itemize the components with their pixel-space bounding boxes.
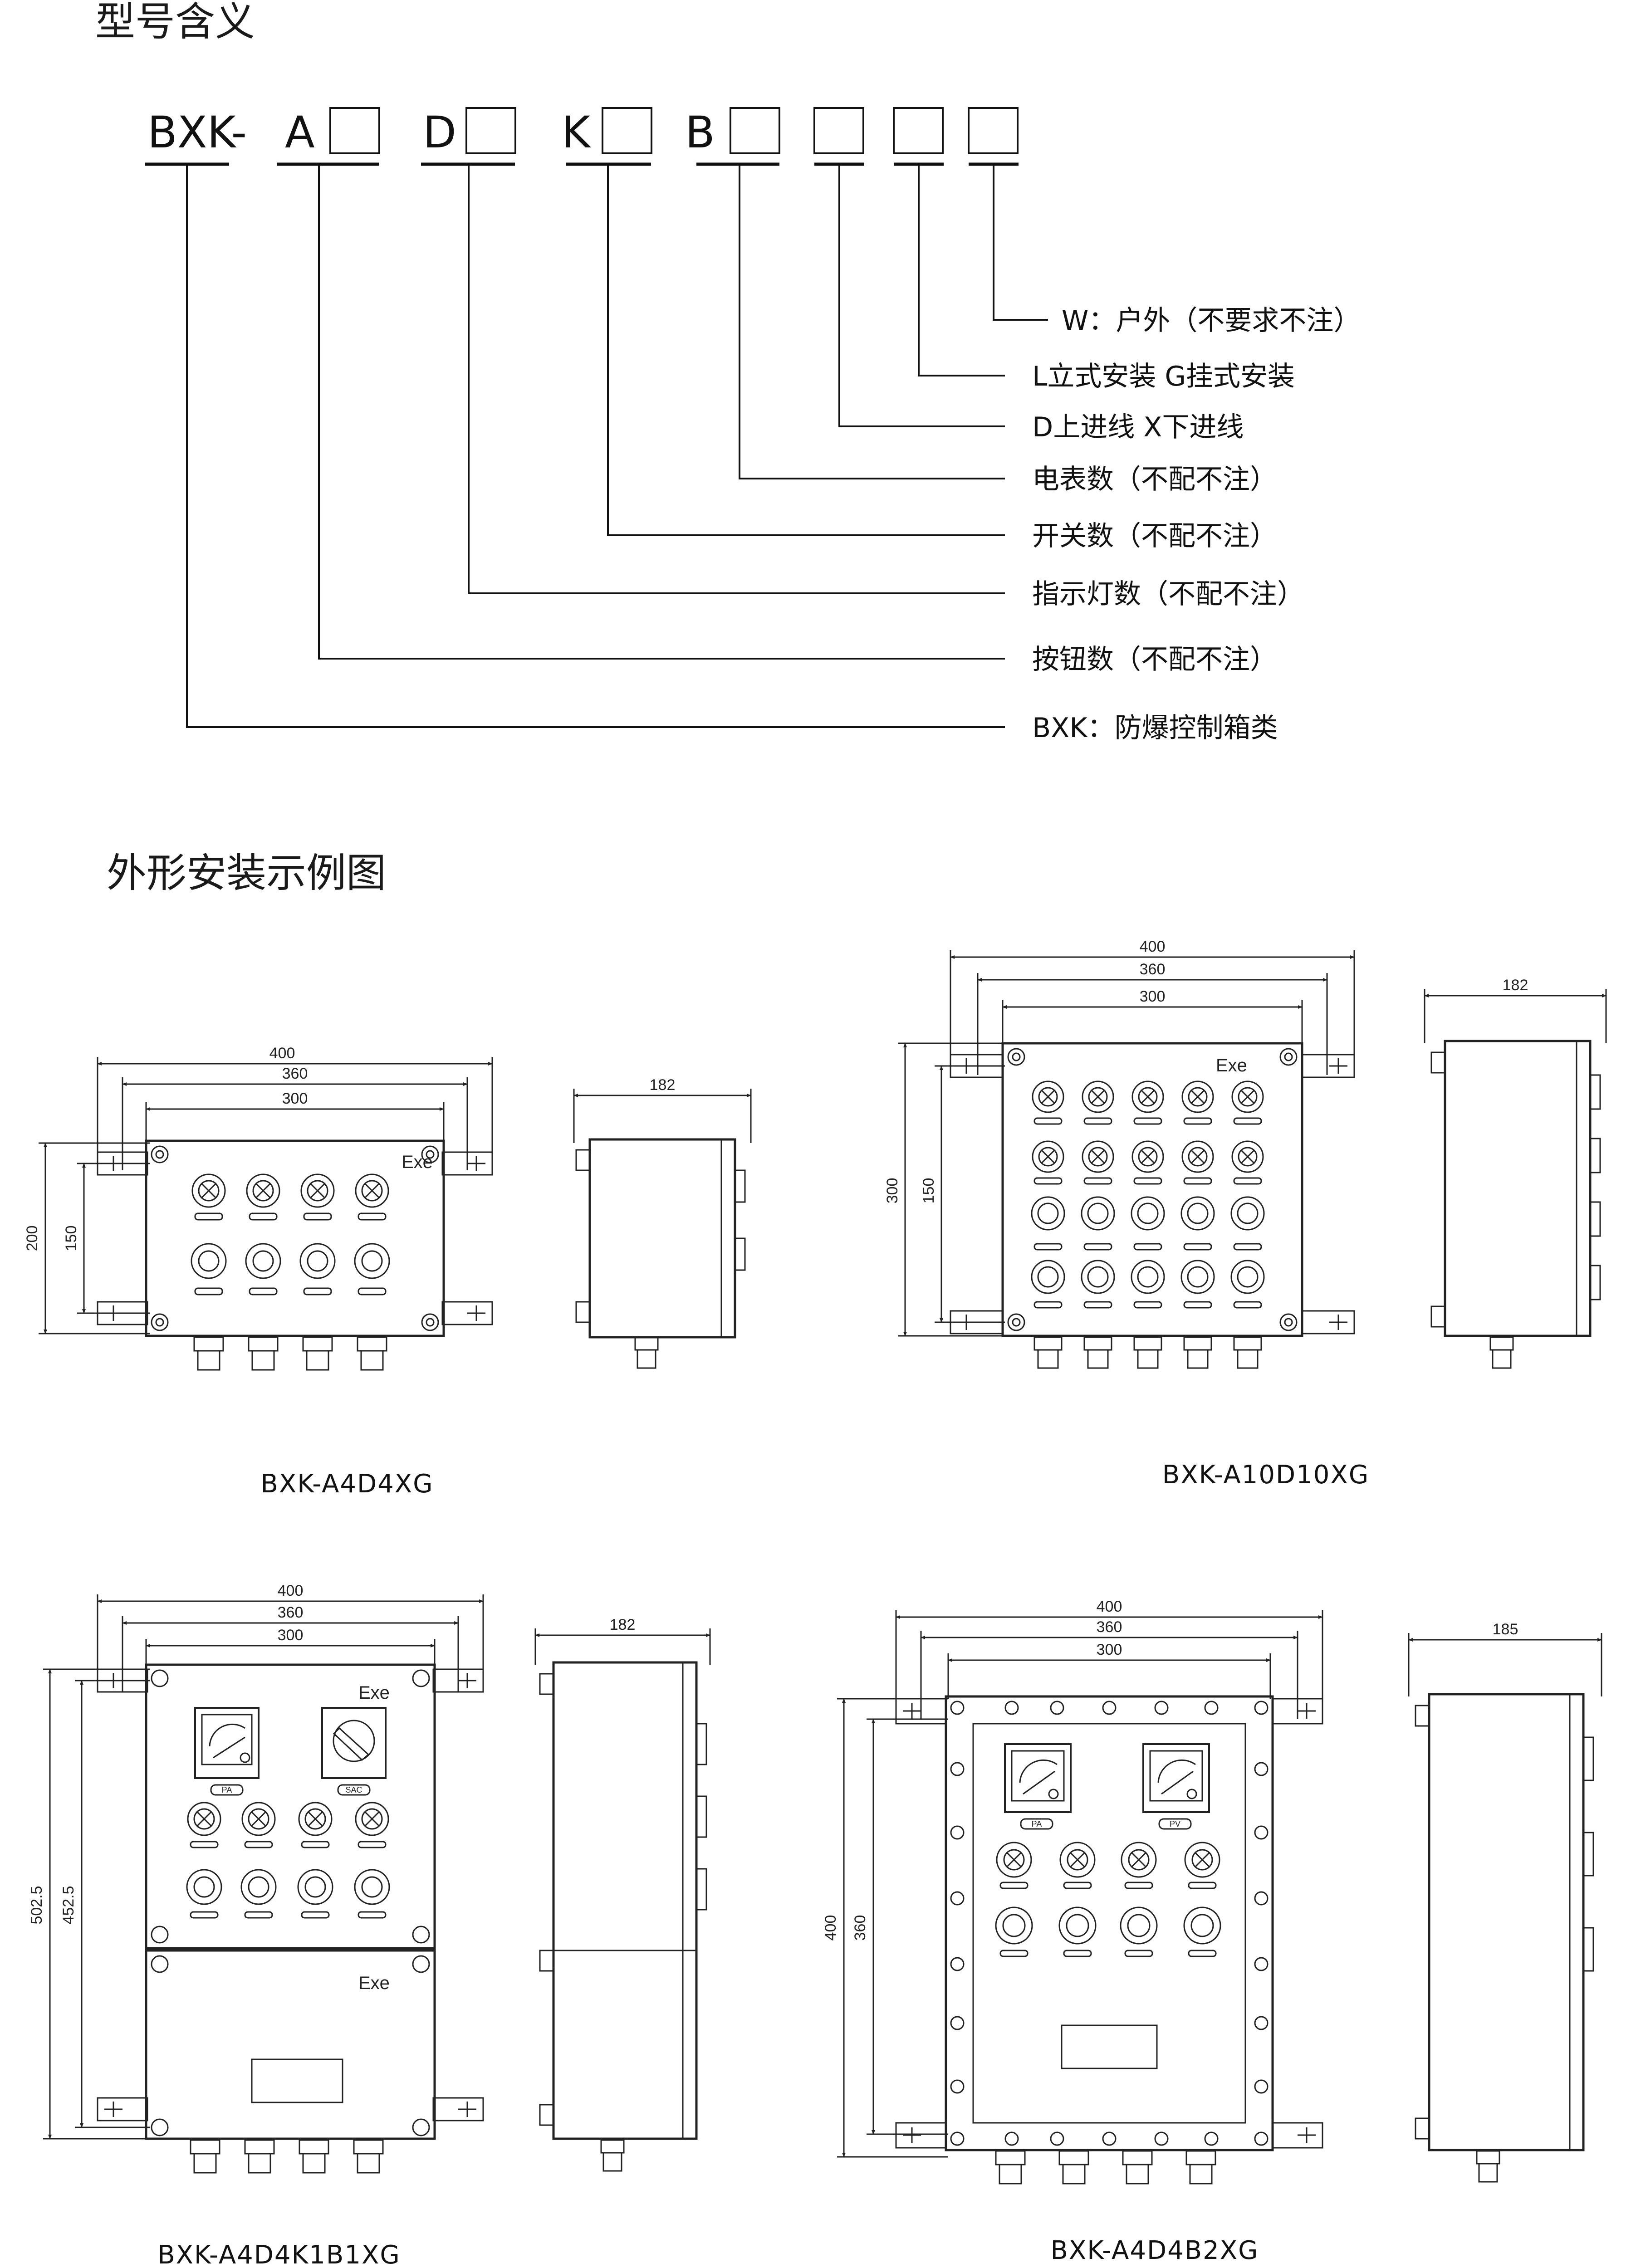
d2-dim-360: 360 (1140, 961, 1166, 978)
d2-dim-300v: 300 (884, 1178, 901, 1204)
drawing-a4d4xg-labels: 400 360 300 200 150 182 Exe BXK-A4D4XG (24, 1045, 675, 1499)
d2-dim-400: 400 (1140, 938, 1166, 955)
drawing-a4d4xg (39, 1057, 752, 1371)
d4-dim-400v: 400 (822, 1915, 839, 1941)
legend-outdoor: W：户外（不要求不注） (1062, 305, 1361, 337)
d3-tag-sac: SAC (345, 1785, 362, 1794)
d4-dim-400: 400 (1097, 1598, 1122, 1615)
legend-buttons: 按钮数（不配不注） (1032, 644, 1277, 675)
code-prefix: BXK- (147, 107, 247, 158)
legend-indicators: 指示灯数（不配不注） (1032, 578, 1304, 610)
drawing-a4d4k1b1xg (43, 1594, 711, 2174)
d1-exe-label: Exe (402, 1152, 433, 1172)
d3-dim-300: 300 (278, 1627, 304, 1644)
d1-dim-400: 400 (269, 1045, 295, 1062)
d3-exe-label-bottom: Exe (358, 1973, 390, 1993)
d4-tag-pa: PA (1032, 1819, 1042, 1828)
code-box-w (968, 107, 1019, 154)
drawing-a10d10xg (898, 950, 1607, 1369)
code-legend: W：户外（不要求不注） L立式安装 G挂式安装 D上进线 X下进线 电表数（不配… (1032, 305, 1361, 744)
drawing-a4d4k1b1xg-labels: 400 360 300 502.5 452.5 182 Exe Exe PA S… (28, 1582, 635, 2268)
code-box-a (329, 107, 380, 154)
d3-tag-pa: PA (222, 1785, 232, 1794)
d1-dim-182: 182 (650, 1076, 676, 1094)
d3-exe-label-top: Exe (358, 1683, 390, 1703)
legend-mounting: L立式安装 G挂式安装 (1032, 361, 1295, 392)
code-letter-b: B (685, 107, 715, 158)
code-boxes (329, 107, 1019, 154)
code-box-x (813, 107, 864, 154)
drawing-a4d4b2xg (837, 1610, 1602, 2185)
d2-caption: BXK-A10D10XG (1162, 1460, 1369, 1490)
code-letter-a: A (285, 107, 315, 158)
d2-dim-300: 300 (1140, 988, 1166, 1005)
code-box-d (465, 107, 516, 154)
code-box-k (602, 107, 652, 154)
drawing-a4d4b2xg-labels: 400 360 300 400 360 185 PA PV BXK-A4D4B2… (822, 1598, 1518, 2265)
d4-dim-300: 300 (1097, 1641, 1122, 1658)
d1-dim-200: 200 (24, 1226, 41, 1251)
d1-dim-360: 360 (282, 1065, 308, 1082)
d4-tag-pv: PV (1170, 1819, 1180, 1828)
legend-box-class: BXK：防爆控制箱类 (1032, 712, 1278, 744)
legend-meters: 电表数（不配不注） (1032, 464, 1277, 495)
drawing-a10d10xg-labels: 400 360 300 300 150 182 Exe BXK-A10D10XG (884, 938, 1528, 1490)
d3-dim-5025: 502.5 (28, 1886, 45, 1924)
d1-caption: BXK-A4D4XG (260, 1469, 433, 1499)
d2-exe-label: Exe (1216, 1056, 1247, 1075)
code-letter-d: D (423, 107, 456, 158)
d4-dim-360: 360 (1097, 1618, 1122, 1636)
code-leader-lines (186, 164, 1048, 728)
d3-dim-400: 400 (278, 1582, 304, 1599)
legend-cable-entry: D上进线 X下进线 (1032, 411, 1244, 443)
code-letter-k: K (562, 107, 591, 158)
d4-dim-185: 185 (1493, 1621, 1518, 1638)
d3-dim-360: 360 (278, 1604, 304, 1621)
d4-dim-360v: 360 (852, 1915, 869, 1941)
d4-caption: BXK-A4D4B2XG (1050, 2236, 1259, 2265)
d1-dim-300: 300 (282, 1090, 308, 1107)
section-title-model-meaning: 型号含义 (95, 0, 255, 45)
d3-caption: BXK-A4D4K1B1XG (157, 2240, 400, 2268)
d3-dim-182: 182 (610, 1616, 636, 1633)
legend-switches: 开关数（不配不注） (1032, 520, 1277, 552)
d2-dim-150: 150 (920, 1178, 937, 1204)
d2-dim-182: 182 (1503, 977, 1528, 994)
d3-dim-4525: 452.5 (60, 1886, 77, 1924)
model-code: BXK- A D K B (145, 107, 1048, 728)
code-box-g (893, 107, 944, 154)
d1-dim-150: 150 (63, 1226, 80, 1251)
section-title-installation: 外形安装示例图 (107, 850, 386, 896)
code-box-b (730, 107, 780, 154)
